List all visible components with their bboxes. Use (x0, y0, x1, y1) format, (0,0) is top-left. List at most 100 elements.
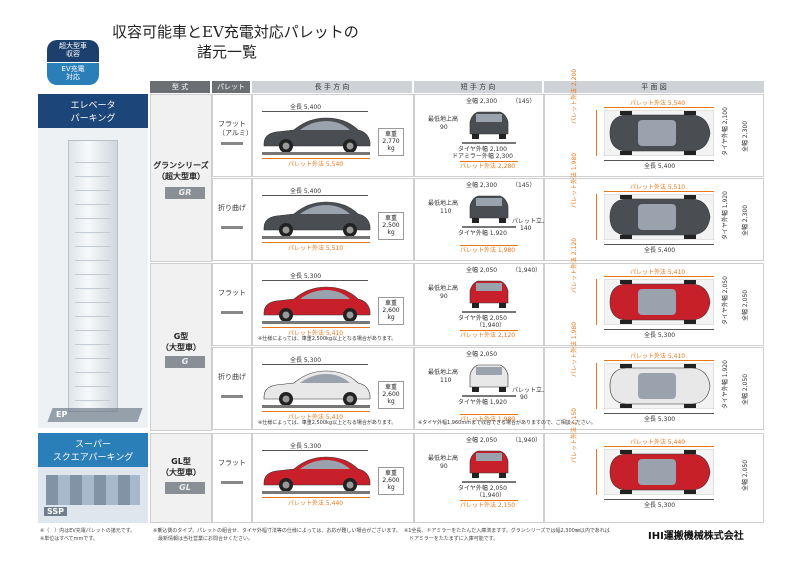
side-car-image (263, 286, 371, 322)
pallet-type: フラット (218, 120, 246, 128)
min-ground-label: 最低地上高 (428, 116, 459, 123)
plan-width: 全幅 2,050 (742, 289, 749, 321)
section-ep-label: エレベータ パーキング (38, 94, 148, 128)
header-short: 短 手 方 向 (414, 81, 542, 93)
plan-total-length: 全長 5,400 (644, 163, 676, 170)
short-pallet-width: パレット外法 1,980 (460, 416, 516, 423)
weight-unit: kg (387, 398, 395, 405)
plan-pallet-length: パレット外法 5,410 (630, 353, 686, 360)
type-gr-name: グランシリーズ (153, 161, 209, 170)
plan-pallet-length: パレット外法 5,540 (630, 100, 686, 107)
plan-pallet-width: パレット外法 2,150 (571, 407, 578, 463)
footnote-3: ※乗込側のタイプ、パレットの組合せ、タイヤ外幅寸法等の仕様によっては、お応が難し… (153, 528, 401, 534)
length-dimline (262, 280, 368, 281)
weight-unit: kg (387, 484, 395, 491)
weight-label: 車重 (384, 384, 397, 391)
plan-pallet-vline (596, 449, 597, 495)
tire-width: タイヤ外幅 1,920 (458, 399, 507, 406)
plan-total-length: 全長 5,300 (644, 416, 676, 423)
type-g-sub: （大型車） (161, 343, 201, 352)
tire-width-ev: （1,940） (476, 322, 506, 329)
side-car-image (263, 117, 371, 153)
side-car-image (263, 456, 371, 492)
plan-car-image (604, 279, 714, 325)
weight-unit: kg (387, 229, 395, 236)
short-pallet-bar (462, 311, 516, 313)
weight-value: 2,600 (382, 307, 400, 314)
ssp-logo: SSP (44, 507, 68, 516)
short-pallet-dimline (460, 500, 518, 501)
tire-width: タイヤ外幅 2,100 (458, 146, 507, 153)
short-pallet-bar (462, 395, 516, 397)
pallet-icon (221, 226, 243, 229)
min-ground-label: 最低地上高 (428, 200, 459, 207)
pallet-cell (212, 433, 252, 523)
badge-ev: EV充電 対応 (47, 63, 99, 85)
header-type: 型 式 (150, 81, 210, 93)
plan-pallet-dimline (604, 191, 714, 192)
pallet-bar (262, 405, 370, 408)
plan-width: 全幅 2,300 (742, 120, 749, 152)
min-ground-value: 90 (440, 124, 448, 131)
type-gl-name: GL型 (171, 457, 191, 466)
side-car-image (263, 201, 371, 237)
ep-line2: パーキング (70, 114, 116, 124)
pallet-stand-value: 90 (520, 394, 528, 401)
front-car-image (469, 280, 509, 308)
weight-label: 車重 (384, 300, 397, 307)
pallet-length-dimline (262, 242, 370, 243)
weight-unit: kg (387, 314, 395, 321)
type-cell-g (150, 263, 212, 431)
pallet-length: パレット外法 5,510 (288, 245, 344, 252)
plan-pallet-length: パレット外法 5,440 (630, 439, 686, 446)
pallet-stand-value: 140 (520, 225, 532, 232)
pallet-icon (221, 142, 243, 145)
plan-pallet-vline (596, 110, 597, 156)
ep-line1: エレベータ (70, 101, 116, 111)
plan-width: 全幅 2,050 (742, 373, 749, 405)
plan-tire-width: タイヤ外幅 2,050 (722, 276, 729, 325)
plan-total-dimline (604, 499, 714, 500)
pallet-bar (262, 236, 370, 239)
weight-label: 車重 (384, 215, 397, 222)
short-pallet-dimline (460, 414, 518, 415)
min-ground-value: 90 (440, 293, 448, 300)
plan-pallet-vline (596, 194, 597, 240)
plan-total-dimline (604, 160, 714, 161)
pallet-bar (262, 491, 370, 494)
ep-logo: EP (56, 410, 68, 419)
badge-line4: 対応 (66, 73, 80, 81)
short-pallet-width: パレット外法 2,280 (460, 163, 516, 170)
length-dimline (262, 195, 368, 196)
pallet-bar (262, 321, 370, 324)
plan-total-length: 全長 5,300 (644, 332, 676, 339)
plan-tire-width: タイヤ外幅 1,920 (722, 191, 729, 240)
plan-pallet-width: パレット外法 2,120 (571, 237, 578, 293)
front-side: （1,940） (512, 437, 542, 444)
footnote-5: ※1全長、ドアミラーをたたんだ入庫済ますす。グランシリーズでは幅2,300㎜以内… (404, 528, 610, 534)
min-ground-value: 90 (440, 463, 448, 470)
short-pallet-bar (462, 481, 516, 483)
section-ssp-label: スーパー スクエアパーキング (38, 433, 148, 467)
ssp-line2: スクエアパーキング (52, 453, 134, 463)
plan-pallet-dimline (604, 446, 714, 447)
pallet-type: 折り曲げ (218, 204, 246, 212)
length-dimline (262, 450, 368, 451)
weight-value: 2,770 (382, 138, 400, 145)
footnote-6: ドアミラーをたたまずに入庫可能です。 (404, 536, 499, 542)
front-width: 全幅 2,050 (466, 267, 498, 274)
length-dimline (262, 364, 368, 365)
short-pallet-width: パレット外法 2,150 (460, 502, 516, 509)
plan-total-length: 全長 5,400 (644, 247, 676, 254)
ep-tower-image (68, 140, 118, 412)
front-width: 全幅 2,300 (466, 98, 498, 105)
weight-box: 車重 2,500 kg (378, 212, 404, 240)
type-g-logo: G (165, 356, 205, 368)
plan-width: 全幅 2,300 (742, 204, 749, 236)
plan-pallet-vline (596, 363, 597, 409)
min-ground-label: 最低地上高 (428, 455, 459, 462)
company-name: IHI運搬機械株式会社 (648, 531, 744, 542)
plan-pallet-width: パレット外法 1,980 (571, 152, 578, 208)
front-side: （1,940） (512, 267, 542, 274)
front-car-image (469, 111, 509, 139)
